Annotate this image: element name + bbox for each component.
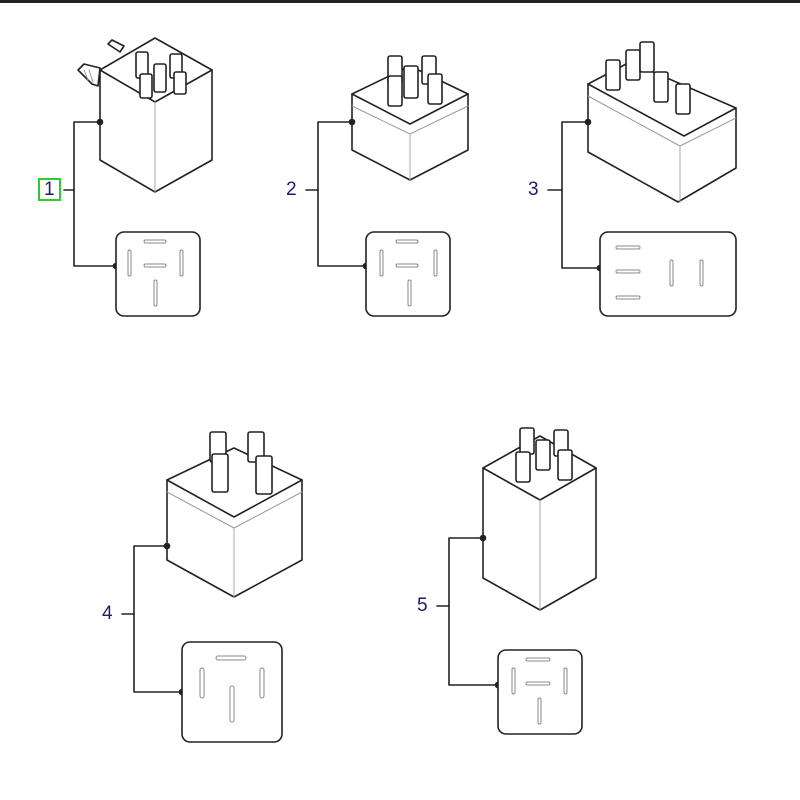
relay-4[interactable]: [121, 431, 303, 743]
callout-4[interactable]: 4: [102, 603, 113, 624]
callout-3[interactable]: 3: [528, 179, 539, 200]
relay-3[interactable]: [547, 41, 737, 317]
top-border: [0, 0, 800, 3]
relay-5[interactable]: [436, 427, 597, 735]
callout-5[interactable]: 5: [417, 595, 428, 616]
callout-2[interactable]: 2: [286, 179, 297, 200]
callout-1[interactable]: 1: [38, 178, 61, 201]
relay-2[interactable]: [305, 55, 469, 317]
relay-1[interactable]: [63, 37, 213, 317]
